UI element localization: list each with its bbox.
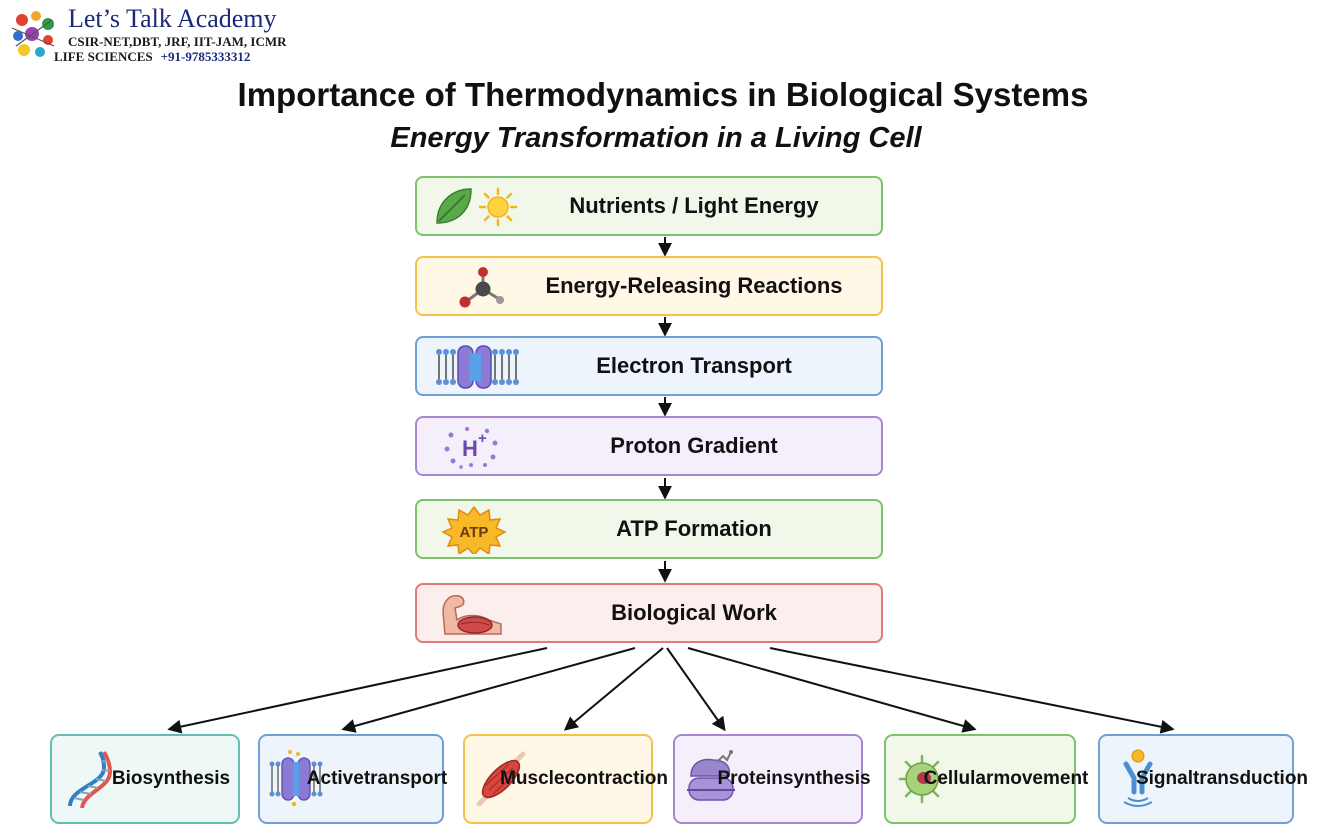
dna-icon <box>68 751 113 809</box>
outcome-label-line1: Muscle <box>500 768 565 789</box>
outcome-active-transport: Active transport <box>258 734 447 824</box>
outcome-label-line2: movement <box>993 768 1089 789</box>
outcome-label-line1: Protein <box>717 768 783 789</box>
step-atp-formation: ATP ATP Formation <box>415 499 883 559</box>
outcome-label: Signal transduction <box>1136 736 1308 822</box>
ribosome-icon <box>687 750 735 801</box>
outcome-label-line1: Signal <box>1135 768 1193 789</box>
channel-protein-icon <box>269 750 323 807</box>
outcome-label-line1: Active <box>306 768 364 789</box>
membrane-protein-icon <box>436 345 519 389</box>
outcome-label: Muscle contraction <box>500 736 668 822</box>
academy-phone: +91-9785333312 <box>160 49 251 64</box>
step-label: Proton Gradient <box>610 433 778 458</box>
academy-name: Let’s Talk Academy <box>68 4 277 33</box>
page-subtitle: Energy Transformation in a Living Cell <box>390 122 922 154</box>
molecule-icon <box>459 267 504 308</box>
arrow-to-cellular-movement <box>687 647 977 733</box>
proton-symbol: H <box>462 436 478 461</box>
outcome-label: Protein synthesis <box>717 736 870 822</box>
outcome-muscle-contraction: Muscle contraction <box>463 734 668 824</box>
outcome-label-line2: transport <box>363 768 448 789</box>
step-proton-gradient: H + Proton Gradient <box>415 416 883 476</box>
muscle-fiber-icon <box>476 751 526 807</box>
outcome-label: Cellular movement <box>924 736 1089 822</box>
step-label: Nutrients / Light Energy <box>569 193 819 218</box>
outcome-label-line1: Biosynthesis <box>111 768 231 789</box>
step-energy-releasing-reactions: Energy-Releasing Reactions <box>415 256 883 316</box>
academy-courses: CSIR-NET,DBT, JRF, IIT-JAM, ICMR <box>68 34 287 49</box>
proton-charge: + <box>478 430 487 447</box>
arrow-to-signal-transduction <box>769 647 1175 734</box>
atp-starburst-icon: ATP <box>441 506 507 554</box>
academy-logo-mark-icon <box>11 11 55 57</box>
step-label: Energy-Releasing Reactions <box>545 273 843 298</box>
outcome-label-line2: transduction <box>1192 768 1309 789</box>
step-label: Biological Work <box>611 600 777 625</box>
step-label: ATP Formation <box>616 516 772 541</box>
step-biological-work: Biological Work <box>415 583 883 643</box>
outcome-signal-transduction: Signal transduction <box>1098 734 1308 824</box>
arrow-to-biosynthesis <box>167 647 548 734</box>
academy-subject-line: LIFE SCIENCES +91-9785333312 <box>54 49 250 65</box>
outcome-label: Active transport <box>307 736 447 822</box>
outcome-label-line2: synthesis <box>782 768 871 789</box>
atp-text: ATP <box>460 524 489 541</box>
flexed-arm-icon <box>442 594 502 635</box>
arrow-to-protein-synthesis <box>666 647 726 732</box>
arrow-to-muscle-contraction <box>563 647 664 731</box>
outcome-label-line1: Cellular <box>923 768 994 789</box>
step-nutrients-light-energy: Nutrients / Light Energy <box>415 176 883 236</box>
receptor-signal-icon <box>1123 749 1153 807</box>
academy-subject: LIFE SCIENCES <box>54 49 153 64</box>
step-label: Electron Transport <box>596 353 792 378</box>
leaf-sun-icon <box>436 187 518 227</box>
outcome-protein-synthesis: Protein synthesis <box>673 734 871 824</box>
outcome-cellular-movement: Cellular movement <box>884 734 1089 824</box>
outcome-label: Biosynthesis <box>110 736 232 822</box>
outcome-biosynthesis: Biosynthesis <box>50 734 240 824</box>
arrow-to-active-transport <box>341 647 636 733</box>
academy-logo: Let’s Talk Academy CSIR-NET,DBT, JRF, II… <box>6 4 306 64</box>
outcome-label-line2: contraction <box>564 768 668 789</box>
proton-icon: H + <box>444 427 498 469</box>
page-title: Importance of Thermodynamics in Biologic… <box>237 76 1089 113</box>
amoeboid-cell-icon <box>898 754 946 804</box>
step-electron-transport: Electron Transport <box>415 336 883 396</box>
